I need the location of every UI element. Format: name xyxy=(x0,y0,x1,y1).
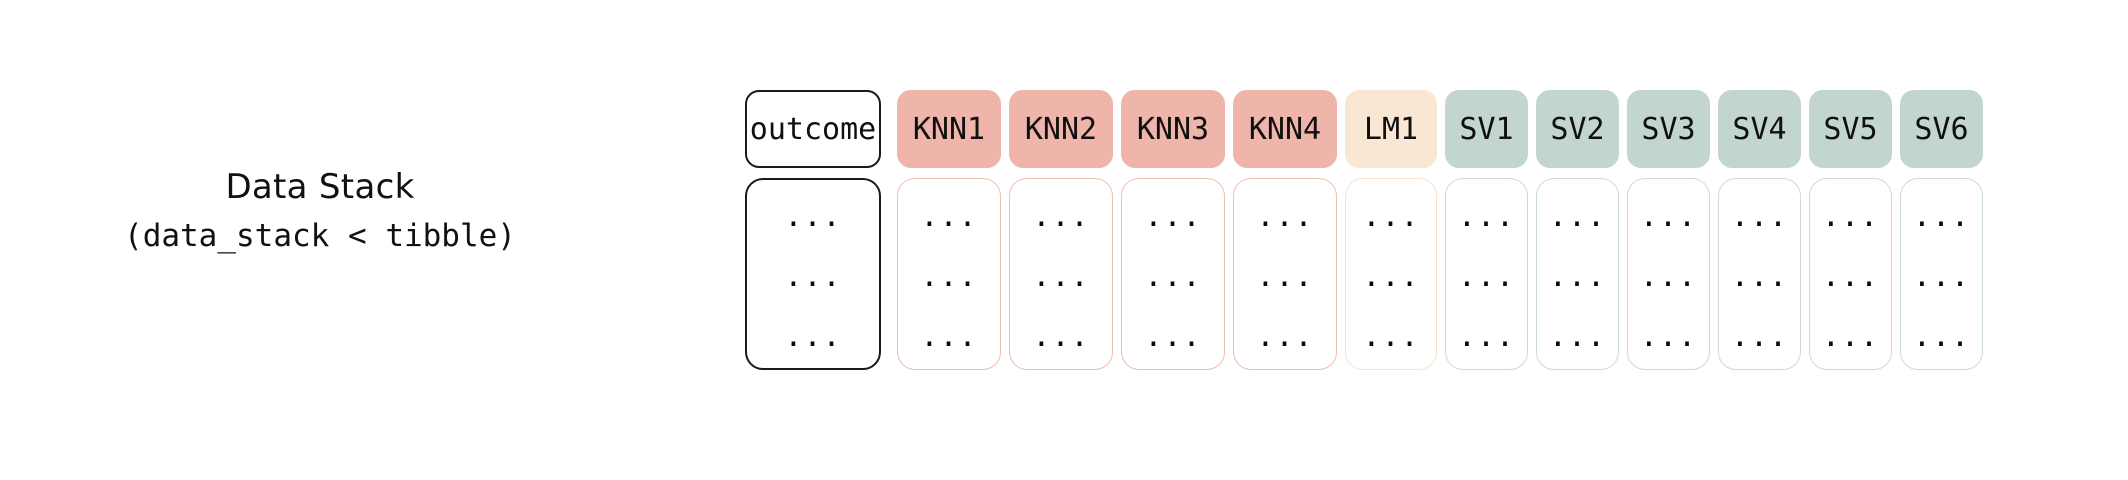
table-column-sv4: SV4......... xyxy=(1718,90,1801,370)
table-column-sv1: SV1......... xyxy=(1445,90,1528,370)
table-cell: ... xyxy=(1821,259,1880,294)
column-header-outcome[interactable]: outcome xyxy=(745,90,881,168)
table-cell: ... xyxy=(1548,259,1607,294)
column-body-knn2: ......... xyxy=(1009,178,1113,370)
column-header-knn3[interactable]: KNN3 xyxy=(1121,90,1225,168)
table-column-sv3: SV3......... xyxy=(1627,90,1710,370)
table-cell: ... xyxy=(1032,319,1090,354)
column-header-knn1[interactable]: KNN1 xyxy=(897,90,1001,168)
table-cell: ... xyxy=(1730,259,1789,294)
table-cell: ... xyxy=(1730,319,1789,354)
table-cell: ... xyxy=(1912,319,1971,354)
table-column-knn1: KNN1......... xyxy=(897,90,1001,370)
table-cell: ... xyxy=(1912,259,1971,294)
column-body-outcome: ......... xyxy=(745,178,881,370)
table-column-sv2: SV2......... xyxy=(1536,90,1619,370)
data-stack-subtitle: (data_stack < tibble) xyxy=(124,218,516,255)
data-stack-title: Data Stack xyxy=(225,167,415,207)
table-column-outcome: outcome......... xyxy=(745,90,881,370)
table-column-lm1: LM1......... xyxy=(1345,90,1437,370)
column-header-sv2[interactable]: SV2 xyxy=(1536,90,1619,168)
table-column-sv5: SV5......... xyxy=(1809,90,1892,370)
column-body-knn3: ......... xyxy=(1121,178,1225,370)
column-body-sv3: ......... xyxy=(1627,178,1710,370)
table-cell: ... xyxy=(1362,259,1420,294)
table-cell: ... xyxy=(1821,319,1880,354)
table-cell: ... xyxy=(1256,319,1314,354)
table-column-knn3: KNN3......... xyxy=(1121,90,1225,370)
table-cell: ... xyxy=(1639,199,1698,234)
column-header-sv6[interactable]: SV6 xyxy=(1900,90,1983,168)
column-body-sv4: ......... xyxy=(1718,178,1801,370)
table-cell: ... xyxy=(1362,319,1420,354)
table-cell: ... xyxy=(1256,199,1314,234)
table-cell: ... xyxy=(1457,319,1516,354)
table-cell: ... xyxy=(784,199,842,234)
column-header-sv1[interactable]: SV1 xyxy=(1445,90,1528,168)
column-header-sv5[interactable]: SV5 xyxy=(1809,90,1892,168)
table-cell: ... xyxy=(1032,259,1090,294)
column-body-knn4: ......... xyxy=(1233,178,1337,370)
data-stack-label: Data Stack (data_stack < tibble) xyxy=(0,167,640,255)
column-header-sv3[interactable]: SV3 xyxy=(1627,90,1710,168)
table-cell: ... xyxy=(1144,319,1202,354)
table-cell: ... xyxy=(920,319,978,354)
table-column-knn4: KNN4......... xyxy=(1233,90,1337,370)
data-stack-table: outcome.........KNN1.........KNN2.......… xyxy=(745,90,1983,370)
table-cell: ... xyxy=(1912,199,1971,234)
column-header-knn2[interactable]: KNN2 xyxy=(1009,90,1113,168)
table-cell: ... xyxy=(920,259,978,294)
column-body-sv5: ......... xyxy=(1809,178,1892,370)
table-cell: ... xyxy=(784,259,842,294)
table-cell: ... xyxy=(1362,199,1420,234)
column-body-sv6: ......... xyxy=(1900,178,1983,370)
table-column-sv6: SV6......... xyxy=(1900,90,1983,370)
table-cell: ... xyxy=(1548,199,1607,234)
column-header-sv4[interactable]: SV4 xyxy=(1718,90,1801,168)
table-cell: ... xyxy=(1639,319,1698,354)
column-header-knn4[interactable]: KNN4 xyxy=(1233,90,1337,168)
column-body-sv2: ......... xyxy=(1536,178,1619,370)
table-cell: ... xyxy=(1548,319,1607,354)
table-cell: ... xyxy=(1821,199,1880,234)
table-column-knn2: KNN2......... xyxy=(1009,90,1113,370)
table-cell: ... xyxy=(1730,199,1789,234)
table-cell: ... xyxy=(784,319,842,354)
table-cell: ... xyxy=(1457,259,1516,294)
table-cell: ... xyxy=(920,199,978,234)
table-cell: ... xyxy=(1144,199,1202,234)
table-cell: ... xyxy=(1144,259,1202,294)
table-cell: ... xyxy=(1639,259,1698,294)
table-cell: ... xyxy=(1032,199,1090,234)
table-cell: ... xyxy=(1457,199,1516,234)
column-body-knn1: ......... xyxy=(897,178,1001,370)
table-cell: ... xyxy=(1256,259,1314,294)
column-body-lm1: ......... xyxy=(1345,178,1437,370)
column-header-lm1[interactable]: LM1 xyxy=(1345,90,1437,168)
column-body-sv1: ......... xyxy=(1445,178,1528,370)
